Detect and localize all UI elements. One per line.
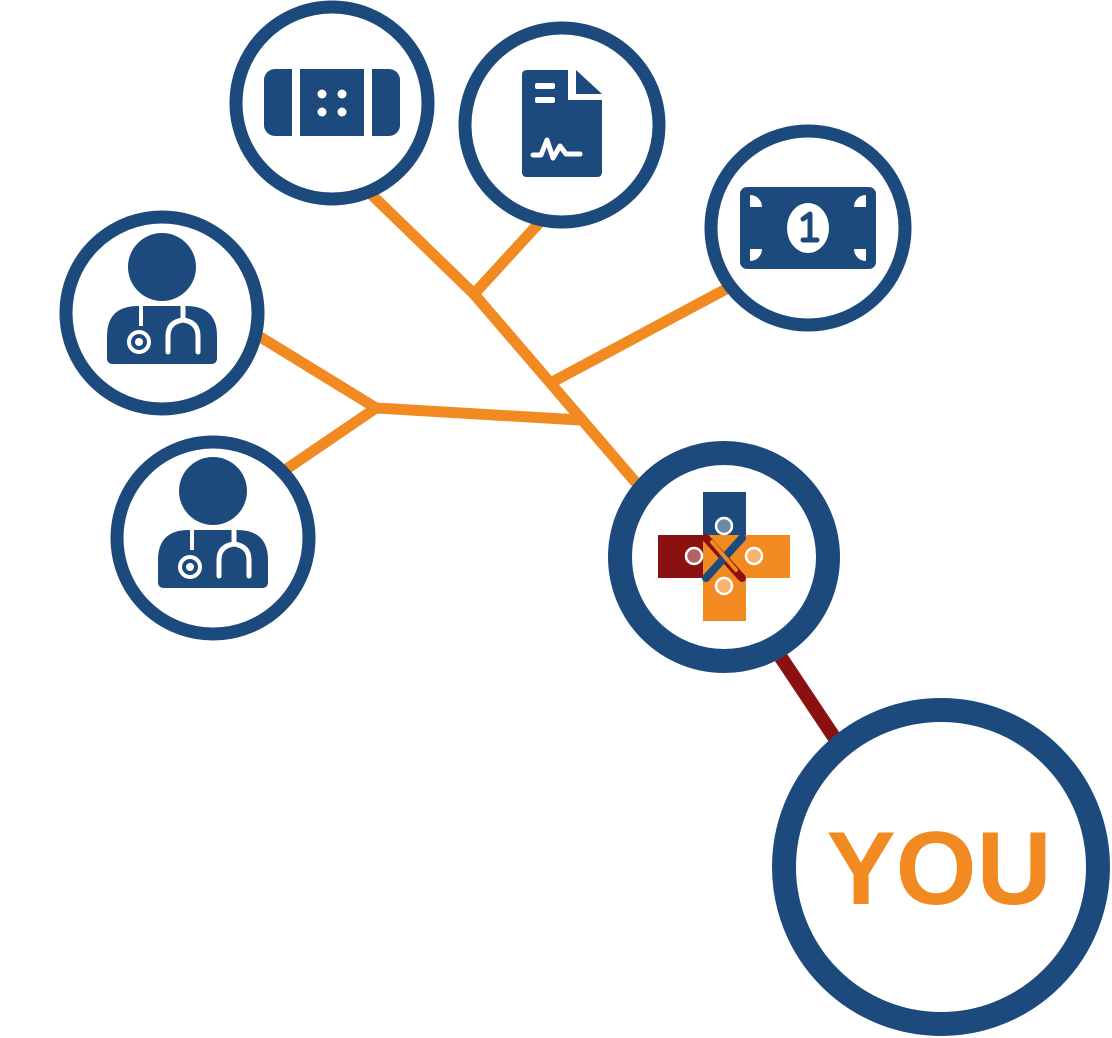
node-document: [458, 21, 666, 229]
connector-hub-you: [773, 649, 843, 747]
node-you: YOU: [772, 698, 1110, 1036]
node-bandage: [229, 0, 435, 206]
doctor-icon: [158, 457, 268, 588]
connector-branch-hub: [468, 288, 644, 491]
node-money: [704, 124, 912, 332]
node-hub: [608, 441, 840, 673]
node-doctor-1: [59, 210, 265, 416]
bandage-icon: [264, 64, 400, 141]
money-bill-icon: [740, 187, 876, 269]
connector-junction-branch: [370, 402, 586, 426]
connector-money-branch: [550, 282, 734, 386]
you-label: YOU: [826, 811, 1051, 927]
node-circle: [772, 698, 1110, 1036]
doctor-icon: [107, 233, 217, 364]
medical-document-icon: [522, 70, 602, 177]
connector-doctor2-junction: [282, 402, 382, 474]
connector-lines: [256, 189, 843, 747]
medical-cross-logo: [658, 492, 790, 621]
connector-bandage-branch: [366, 189, 480, 300]
connector-doctor1-junction: [256, 332, 382, 414]
connector-document-branch: [468, 216, 546, 300]
node-doctor-2: [110, 435, 316, 641]
